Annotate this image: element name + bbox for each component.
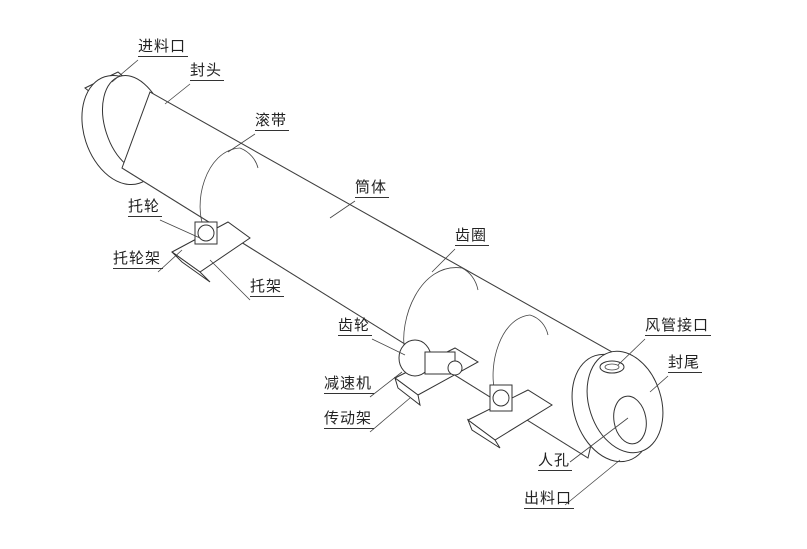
label-girth-gear: 齿圈: [455, 226, 490, 246]
label-riding-ring: 滚带: [255, 111, 290, 131]
label-head-cover: 封头: [190, 61, 225, 81]
label-air-duct-port: 风管接口: [645, 316, 712, 336]
riding-ring-2: [492, 314, 549, 393]
leader-lines: [111, 59, 669, 506]
label-manhole: 人孔: [538, 451, 573, 471]
support-station-2: [466, 384, 553, 449]
drive-unit: [394, 339, 479, 407]
label-bracket: 托架: [250, 277, 285, 297]
support-station-1: [171, 221, 251, 283]
label-tail-cover: 封尾: [668, 353, 703, 373]
label-drive-frame: 传动架: [324, 409, 375, 429]
label-pinion: 齿轮: [338, 316, 373, 336]
label-roller-frame: 托轮架: [113, 249, 164, 269]
label-discharge-outlet: 出料口: [524, 489, 575, 509]
manhole: [613, 395, 647, 445]
air-duct-port: [599, 360, 625, 374]
label-shell: 筒体: [355, 178, 390, 198]
girth-gear: [403, 267, 479, 353]
label-reducer: 减速机: [324, 374, 375, 394]
label-support-roller: 托轮: [128, 197, 163, 217]
tail-cover: [571, 350, 664, 463]
label-feed-inlet: 进料口: [138, 37, 189, 57]
